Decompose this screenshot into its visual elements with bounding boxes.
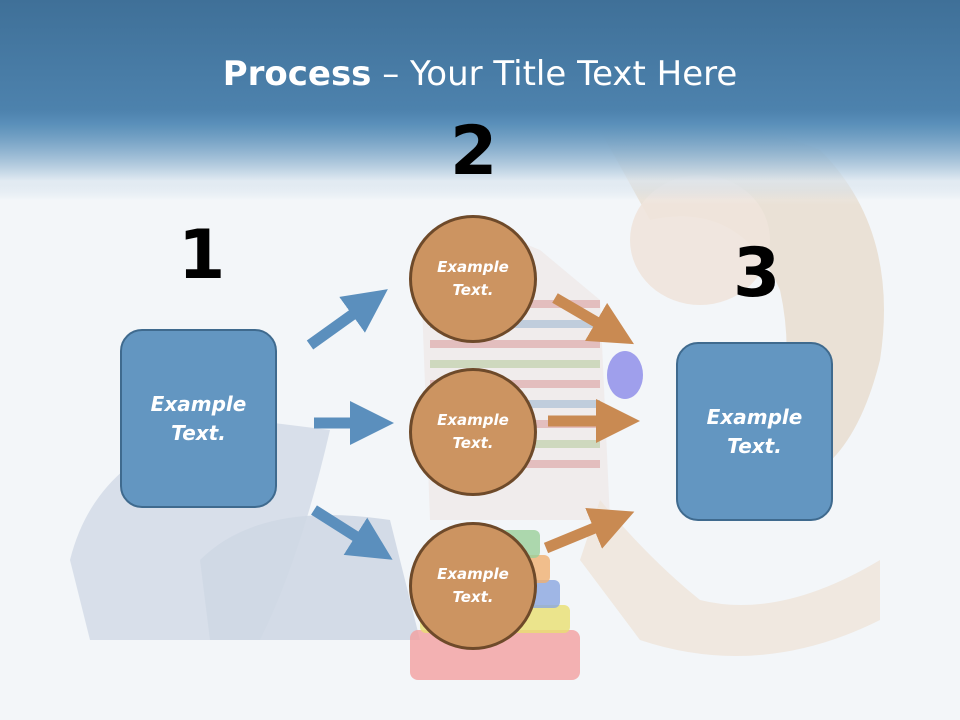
arrow-blue-up [306, 289, 388, 350]
step-number-2: 2 [450, 112, 498, 191]
title-bold: Process [222, 54, 372, 94]
arrow-orange-up [543, 508, 635, 554]
arrow-blue-down [311, 505, 393, 560]
step-number-1: 1 [178, 216, 226, 295]
step-3-box-line1: Example [706, 404, 803, 429]
step-2-circle-middle: Example Text. [409, 368, 537, 496]
step-2-circle-bottom: Example Text. [409, 522, 537, 650]
step-3-box: Example Text. [676, 342, 833, 521]
circle-bottom-line1: Example [437, 565, 509, 583]
arrow-orange-down [552, 293, 635, 345]
circle-middle-line1: Example [437, 411, 509, 429]
step-number-3: 3 [733, 234, 781, 313]
step-1-box: Example Text. [120, 329, 277, 508]
circle-middle-line2: Text. [452, 434, 494, 452]
header-fade [0, 125, 960, 205]
title-rest: – Your Title Text Here [371, 54, 738, 94]
step-3-box-line2: Text. [727, 433, 782, 458]
step-1-box-line2: Text. [171, 420, 226, 445]
circle-top-line2: Text. [452, 281, 494, 299]
circle-bottom-line2: Text. [452, 588, 494, 606]
slide-title: Process – Your Title Text Here [0, 52, 960, 96]
step-2-circle-top: Example Text. [409, 215, 537, 343]
step-1-box-line1: Example [150, 391, 247, 416]
circle-top-line1: Example [437, 258, 509, 276]
